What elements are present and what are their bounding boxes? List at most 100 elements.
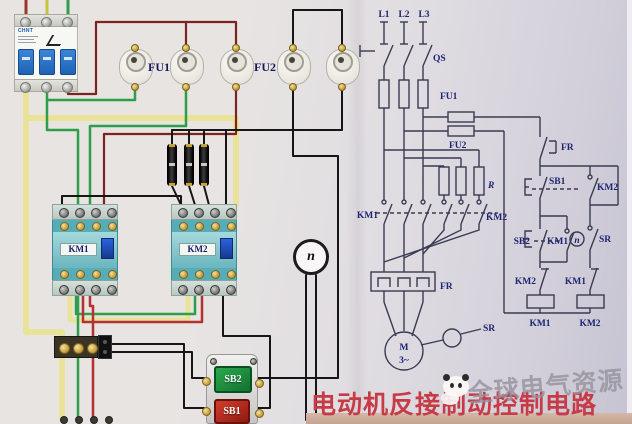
contactor-top-terminals [171,204,237,220]
screw [91,208,101,218]
screw [59,208,69,218]
screw [210,208,220,218]
km2-nameplate: KM2 [179,243,216,256]
sr-pointer-label: SR [483,324,495,334]
fr-heater-label: FR [440,282,453,292]
braking-resistor [184,144,194,186]
screw [60,222,69,231]
screw [59,285,69,295]
stop-button-sb1: SB1 [214,399,250,424]
breaker-toggle [39,49,55,75]
screw [75,208,85,218]
sb1-label: SB1 [549,177,566,187]
terminal-box [98,335,112,359]
panda-eye [450,383,454,388]
table-edge [306,413,632,424]
fr-heater-symbol [370,271,436,337]
left-panel-wires [23,0,343,421]
fuse-terminal [131,83,139,91]
speed-relay-symbol [420,328,482,348]
motor-symbol [384,331,424,371]
screw [75,285,85,295]
panda-ear [462,374,469,381]
bottom-terminal [90,416,98,424]
screw [179,222,188,231]
screw [211,222,220,231]
fuse-terminal [232,83,240,91]
screw [210,285,220,295]
contactor-km1: KM1 [52,204,118,296]
phase-l3-label: L3 [418,10,429,20]
sr-contact-label: SR [599,235,611,245]
terminal-strip [54,336,98,358]
screw [179,270,188,279]
fuse-terminal [338,83,346,91]
km2-coil-label: KM2 [579,319,600,329]
contactor-screw-row [171,268,237,280]
contactor-screw-row [52,268,118,280]
fr-contact-label: FR [561,143,574,153]
contactor-screw-row [171,220,237,232]
contactor-blue-block [220,238,233,259]
schematic-drawing: L1 L2 L3 QS FU1 [357,10,619,371]
screw [178,285,188,295]
contactor-km2: KM2 [171,204,237,296]
main-circuit-breaker: CHNT [14,14,78,93]
fu1-panel-label: FU1 [148,60,170,74]
breaker-top-terminals [14,14,78,28]
phase-l2-label: L2 [398,10,409,20]
screw [62,82,73,93]
screw [178,208,188,218]
r-label: R [487,181,494,191]
screw [107,208,117,218]
pushbutton-station: SB2 SB1 [202,354,264,424]
contactor-face: KM2 [171,232,237,268]
button-terminal [202,407,211,416]
bottom-terminal [105,416,113,424]
screw [250,358,257,365]
fuse-terminal [182,83,190,91]
fu2-fuse-symbols [404,111,540,137]
breaker-curve-mark [45,35,67,46]
km2-aux-label: KM2 [597,183,618,193]
fuse-holder-2 [169,44,204,91]
breaker-brand-label: CHNT [18,28,34,34]
breaker-spec-line [18,42,36,43]
screw [60,270,69,279]
screw [210,358,217,365]
phase-l1-label: L1 [378,10,389,20]
screw [91,285,101,295]
contactor-bottom-terminals [171,280,237,296]
screw [59,343,70,354]
km1-main-label: KM1 [357,211,378,221]
km1-aux-label: KM1 [547,237,568,247]
breaker-bottom-terminals [14,79,78,93]
braking-resistor [167,144,177,186]
fuse-terminal [289,44,297,52]
fuse-holder-1 [118,44,153,91]
km1-nameplate: KM1 [60,243,97,256]
screw [195,270,204,279]
speed-sensor-n: n [293,239,329,275]
screw [107,285,117,295]
braking-resistor-symbols [384,149,485,200]
km1-coil-label: KM1 [529,319,550,329]
screw [227,270,236,279]
button-terminal [255,409,264,418]
contactor-face: KM1 [52,232,118,268]
panda-watermark-logo [441,374,475,406]
start-button-sb2: SB2 [214,366,252,393]
screw [211,270,220,279]
fuse-terminal [232,44,240,52]
screw [41,82,52,93]
breaker-spec-line [18,36,38,37]
fuse-terminal [289,83,297,91]
contactor-screw-row [52,220,118,232]
screw [194,285,204,295]
breaker-spec-line [18,39,34,40]
fu2-label: FU2 [449,141,467,151]
sb2-label: SB2 [514,237,531,247]
qs-label: QS [433,54,446,64]
